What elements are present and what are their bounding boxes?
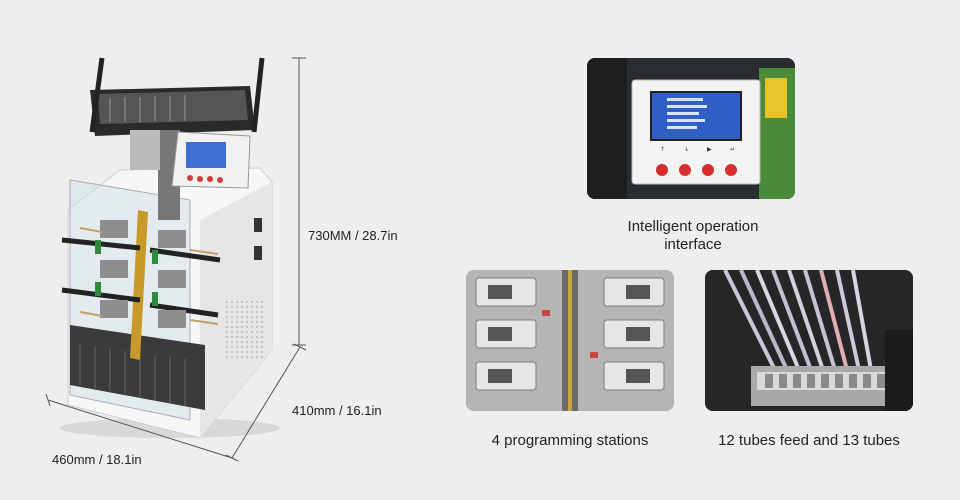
width-dimension-label: 460mm / 18.1in [52,452,142,467]
svg-text:↑: ↑ [660,146,665,153]
interface-photo: ↑ ↓ ▶ ↵ [587,58,795,199]
machine-image [60,57,280,439]
interface-caption: Intelligent operation interface [627,218,759,253]
svg-text:↓: ↓ [684,146,689,153]
stations-photo [466,270,674,411]
svg-text:↵: ↵ [730,146,735,153]
tubes-photo [705,270,913,411]
svg-text:▶: ▶ [707,146,712,153]
dimension-lines [45,57,307,462]
tubes-caption: 12 tubes feed and 13 tubes [718,432,900,449]
depth-dimension-label: 410mm / 16.1in [292,403,382,418]
stations-caption: 4 programming stations [491,432,649,449]
height-dimension-label: 730MM / 28.7in [308,228,398,243]
